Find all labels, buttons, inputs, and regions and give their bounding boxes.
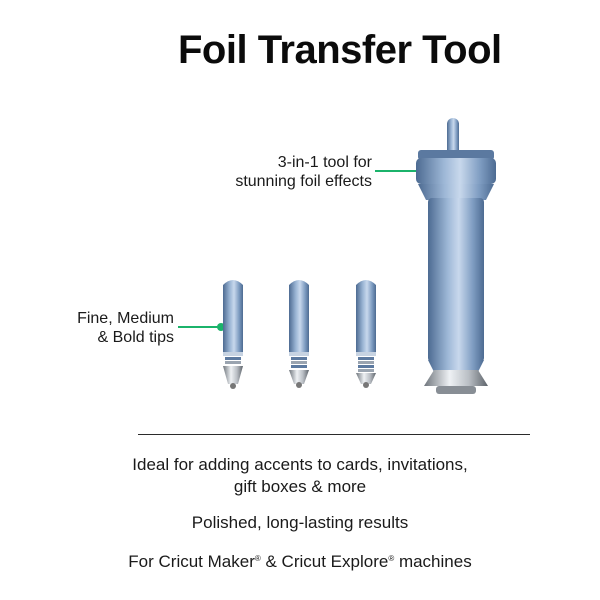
callout-tool-line2: stunning foil effects [235, 173, 372, 190]
callout-tool-line1: 3-in-1 tool for [277, 154, 372, 171]
product-illustration [178, 118, 496, 394]
callout-leader-tips [178, 323, 225, 331]
feature-polished: Polished, long-lasting results [191, 513, 409, 532]
page-title: Foil Transfer Tool [178, 28, 502, 72]
tip-medium-illustration [289, 280, 309, 388]
feature-ideal: Ideal for adding accents to cards, invit… [80, 454, 520, 498]
compat-middle: & Cricut Explore [260, 552, 389, 571]
feature-ideal-line1: Ideal for adding accents to cards, invit… [132, 455, 468, 474]
feature-compatibility: For Cricut Maker® & Cricut Explore® mach… [80, 548, 520, 573]
feature-ideal-line2: gift boxes & more [233, 477, 367, 496]
callout-tool-housing: 3-in-1 tool for stunning foil effects [200, 153, 372, 191]
tip-fine-illustration [223, 280, 243, 389]
divider [138, 434, 530, 435]
tip-bold-illustration [356, 280, 376, 388]
callout-tips: Fine, Medium & Bold tips [40, 309, 174, 347]
registered-mark-1: ® [254, 554, 261, 563]
callout-tips-line2: & Bold tips [97, 329, 174, 346]
compat-prefix: For Cricut Maker [128, 552, 255, 571]
compat-suffix: machines [394, 552, 472, 571]
tool-housing-illustration [416, 118, 496, 394]
callout-tips-line1: Fine, Medium [77, 310, 174, 327]
feature-list: Ideal for adding accents to cards, invit… [80, 454, 520, 587]
registered-mark-2: ® [388, 554, 395, 563]
